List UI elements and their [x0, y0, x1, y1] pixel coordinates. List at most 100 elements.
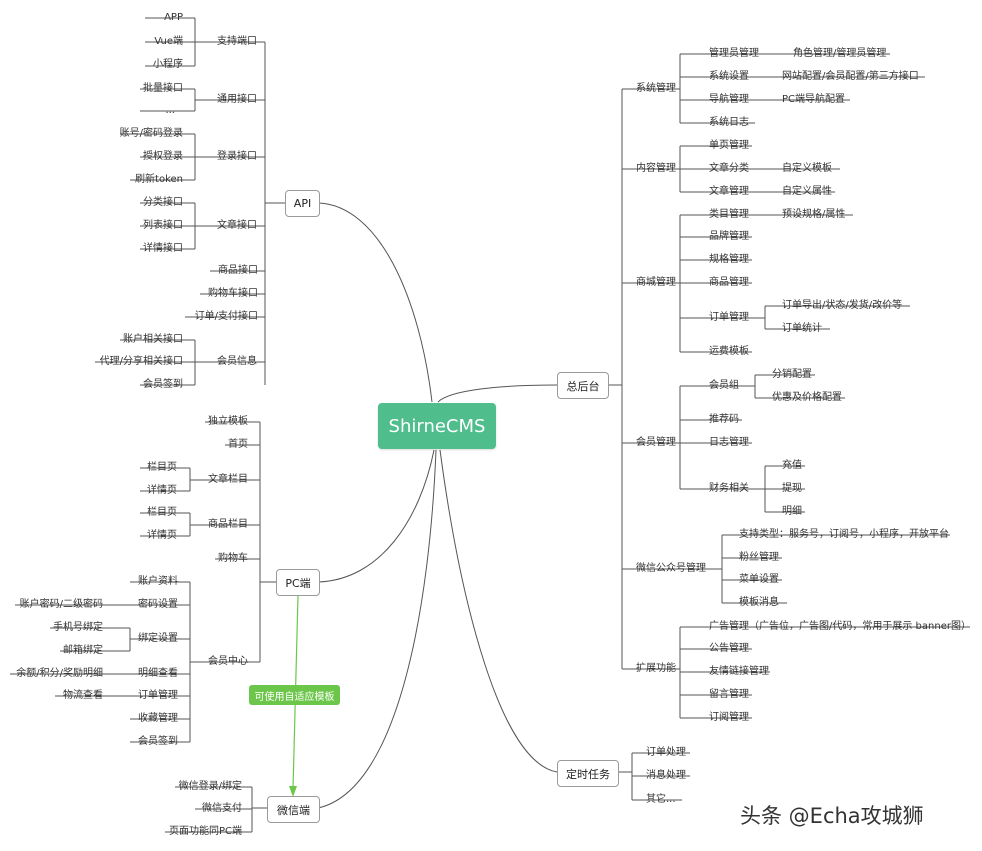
node-cron-messages[interactable]: 消息处理 — [646, 770, 686, 781]
node-admin-member-finance-withdraw[interactable]: 提现 — [782, 483, 802, 494]
node-admin-content-category-item[interactable]: 自定义模板 — [782, 163, 832, 174]
node-pc-member-binding-phone[interactable]: 手机号绑定 — [53, 622, 103, 633]
node-wechat-same-as-pc[interactable]: 页面功能同PC端 — [168, 826, 242, 837]
node-admin-mall-spec[interactable]: 规格管理 — [709, 254, 749, 265]
node-admin-wechat-menu[interactable]: 菜单设置 — [739, 574, 779, 585]
node-pc-member-orders-logistics[interactable]: 物流查看 — [63, 690, 103, 701]
node-admin-content-category[interactable]: 文章分类 — [709, 163, 749, 174]
node-admin-mall[interactable]: 商城管理 — [636, 277, 676, 288]
node-cron-others[interactable]: 其它... — [646, 794, 676, 805]
node-admin-system-nav-item[interactable]: PC端导航配置 — [782, 94, 846, 105]
node-api-member-account[interactable]: 账户相关接口 — [123, 334, 183, 345]
node-admin-member-finance-recharge[interactable]: 充值 — [782, 460, 802, 471]
node-wechat-pay[interactable]: 微信支付 — [202, 803, 242, 814]
node-pc-member-password-item[interactable]: 账户密码/二级密码 — [19, 599, 103, 610]
node-pc-product-detail[interactable]: 详情页 — [147, 530, 177, 541]
node-pc-member-password[interactable]: 密码设置 — [138, 599, 178, 610]
node-admin-member-group[interactable]: 会员组 — [709, 380, 739, 391]
node-pc-product[interactable]: 商品栏目 — [208, 519, 248, 530]
node-api-order[interactable]: 订单/支付接口 — [194, 311, 258, 322]
node-admin-content-articles-item[interactable]: 自定义属性 — [782, 186, 832, 197]
node-admin-mall-orders[interactable]: 订单管理 — [709, 312, 749, 323]
node-pc-member-binding[interactable]: 绑定设置 — [138, 633, 178, 644]
node-admin-extend-links[interactable]: 友情链接管理 — [709, 666, 769, 677]
node-admin-wechat-template[interactable]: 模板消息 — [739, 597, 779, 608]
node-pc[interactable]: PC端 — [276, 569, 320, 596]
node-admin-mall-orders-stats[interactable]: 订单统计 — [782, 323, 822, 334]
node-api-ports-miniapp[interactable]: 小程序 — [153, 59, 183, 70]
node-api[interactable]: API — [285, 190, 320, 217]
node-pc-member-favorites[interactable]: 收藏管理 — [138, 713, 178, 724]
node-pc-article-list[interactable]: 栏目页 — [147, 462, 177, 473]
node-admin-system-roles[interactable]: 角色管理/管理员管理 — [793, 48, 887, 59]
node-wechat-login[interactable]: 微信登录/绑定 — [178, 781, 242, 792]
node-admin-content-page[interactable]: 单页管理 — [709, 140, 749, 151]
node-api-member-signin[interactable]: 会员签到 — [143, 379, 183, 390]
node-api-member[interactable]: 会员信息 — [217, 356, 257, 367]
node-api-article-list[interactable]: 列表接口 — [143, 220, 183, 231]
node-admin-member-finance-details[interactable]: 明细 — [782, 506, 802, 517]
node-pc-article-detail[interactable]: 详情页 — [147, 485, 177, 496]
node-admin-content[interactable]: 内容管理 — [636, 163, 676, 174]
node-api-cart[interactable]: 购物车接口 — [208, 288, 258, 299]
node-admin-mall-orders-export[interactable]: 订单导出/状态/发货/改价等 — [782, 300, 903, 311]
node-cron[interactable]: 定时任务 — [557, 760, 619, 787]
node-pc-home[interactable]: 首页 — [228, 439, 248, 450]
node-pc-member-details-item[interactable]: 余额/积分/奖励明细 — [16, 668, 103, 679]
node-admin-wechat-fans[interactable]: 粉丝管理 — [739, 552, 779, 563]
node-api-article-category[interactable]: 分类接口 — [143, 197, 183, 208]
node-admin-extend-notice[interactable]: 公告管理 — [709, 643, 749, 654]
node-admin-member-log[interactable]: 日志管理 — [709, 437, 749, 448]
node-api-login-password[interactable]: 账号/密码登录 — [119, 128, 183, 139]
node-pc-article[interactable]: 文章栏目 — [208, 474, 248, 485]
node-api-common-batch[interactable]: 批量接口 — [143, 83, 183, 94]
node-api-ports[interactable]: 支持端口 — [217, 36, 257, 47]
node-admin-extend-subscriptions[interactable]: 订阅管理 — [709, 712, 749, 723]
node-admin-system[interactable]: 系统管理 — [636, 83, 676, 94]
node-api-login-token[interactable]: 刷新token — [135, 174, 183, 185]
node-admin-member-referral[interactable]: 推荐码 — [709, 414, 739, 425]
node-pc-member-details[interactable]: 明细查看 — [138, 668, 178, 679]
root-node[interactable]: ShirneCMS — [378, 403, 496, 449]
node-api-member-agent[interactable]: 代理/分享相关接口 — [99, 356, 183, 367]
node-admin-member-finance[interactable]: 财务相关 — [709, 483, 749, 494]
node-pc-product-list[interactable]: 栏目页 — [147, 507, 177, 518]
node-api-common-more[interactable]: ... — [165, 105, 175, 116]
node-admin-mall-category-item[interactable]: 预设规格/属性 — [782, 209, 846, 220]
node-api-article-detail[interactable]: 详情接口 — [143, 243, 183, 254]
node-api-ports-vue[interactable]: Vue端 — [154, 36, 183, 47]
node-admin-mall-freight[interactable]: 运费模板 — [709, 346, 749, 357]
node-pc-cart[interactable]: 购物车 — [218, 553, 248, 564]
node-admin-mall-goods[interactable]: 商品管理 — [709, 277, 749, 288]
node-cron-orders[interactable]: 订单处理 — [646, 747, 686, 758]
node-admin-extend-messages[interactable]: 留言管理 — [709, 689, 749, 700]
node-pc-member-account[interactable]: 账户资料 — [138, 576, 178, 587]
node-admin-wechat-types[interactable]: 支持类型：服务号，订阅号，小程序，开放平台 — [739, 529, 949, 540]
node-wechat[interactable]: 微信端 — [267, 796, 320, 823]
node-admin[interactable]: 总后台 — [557, 372, 609, 399]
node-admin-mall-brand[interactable]: 品牌管理 — [709, 231, 749, 242]
node-admin-member[interactable]: 会员管理 — [636, 437, 676, 448]
node-admin-member-group-pricing[interactable]: 优惠及价格配置 — [772, 392, 842, 403]
node-pc-member-signin[interactable]: 会员签到 — [138, 736, 178, 747]
node-pc-template[interactable]: 独立模板 — [208, 416, 248, 427]
node-pc-member[interactable]: 会员中心 — [208, 656, 248, 667]
node-admin-extend[interactable]: 扩展功能 — [636, 663, 676, 674]
node-admin-member-group-distribution[interactable]: 分销配置 — [772, 369, 812, 380]
node-admin-system-admins[interactable]: 管理员管理 — [709, 48, 759, 59]
node-admin-mall-category[interactable]: 类目管理 — [709, 209, 749, 220]
node-api-login[interactable]: 登录接口 — [217, 151, 257, 162]
node-pc-member-binding-email[interactable]: 邮箱绑定 — [63, 645, 103, 656]
node-admin-extend-ads[interactable]: 广告管理（广告位，广告图/代码，常用于展示 banner图） — [709, 621, 971, 632]
node-admin-wechat[interactable]: 微信公众号管理 — [636, 563, 706, 574]
node-admin-system-nav[interactable]: 导航管理 — [709, 94, 749, 105]
node-pc-member-orders[interactable]: 订单管理 — [138, 690, 178, 701]
node-admin-system-settings-item[interactable]: 网站配置/会员配置/第三方接口 — [782, 71, 919, 82]
node-admin-system-log[interactable]: 系统日志 — [709, 117, 749, 128]
node-api-ports-app[interactable]: APP — [164, 12, 183, 23]
node-api-login-oauth[interactable]: 授权登录 — [143, 151, 183, 162]
node-api-article[interactable]: 文章接口 — [217, 220, 257, 231]
node-admin-system-settings[interactable]: 系统设置 — [709, 71, 749, 82]
node-api-common[interactable]: 通用接口 — [217, 94, 257, 105]
node-admin-content-articles[interactable]: 文章管理 — [709, 186, 749, 197]
